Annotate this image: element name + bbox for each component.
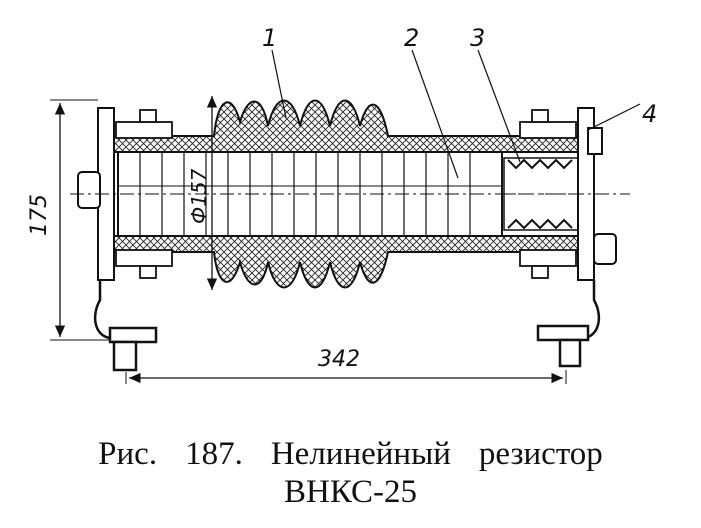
dimension-height bbox=[50, 99, 110, 341]
callout-4: 4 bbox=[642, 100, 657, 128]
figure-caption-line-1: Рис. 187. Нелинейный резистор bbox=[0, 436, 701, 473]
bolts bbox=[115, 109, 577, 279]
callout-3: 3 bbox=[470, 24, 485, 52]
callout-1: 1 bbox=[262, 24, 277, 52]
callout-2: 2 bbox=[404, 24, 419, 52]
leader-lines bbox=[271, 49, 641, 179]
caption-model: ВНКС-25 bbox=[283, 474, 418, 510]
caption-word-1: Нелинейный bbox=[270, 436, 451, 472]
dimension-diameter-label: Ф157 bbox=[187, 168, 211, 224]
caption-number: 187. bbox=[185, 436, 243, 472]
dimension-length-label: 342 bbox=[318, 347, 360, 372]
dimension-height-label: 175 bbox=[27, 194, 52, 236]
dimension-length bbox=[125, 370, 567, 384]
figure-caption-line-2: ВНКС-25 bbox=[0, 474, 701, 511]
porcelain-housing bbox=[111, 99, 581, 289]
caption-word-2: резистор bbox=[478, 436, 603, 472]
terminal-brackets bbox=[93, 280, 601, 372]
caption-fig: Рис. bbox=[98, 436, 158, 472]
